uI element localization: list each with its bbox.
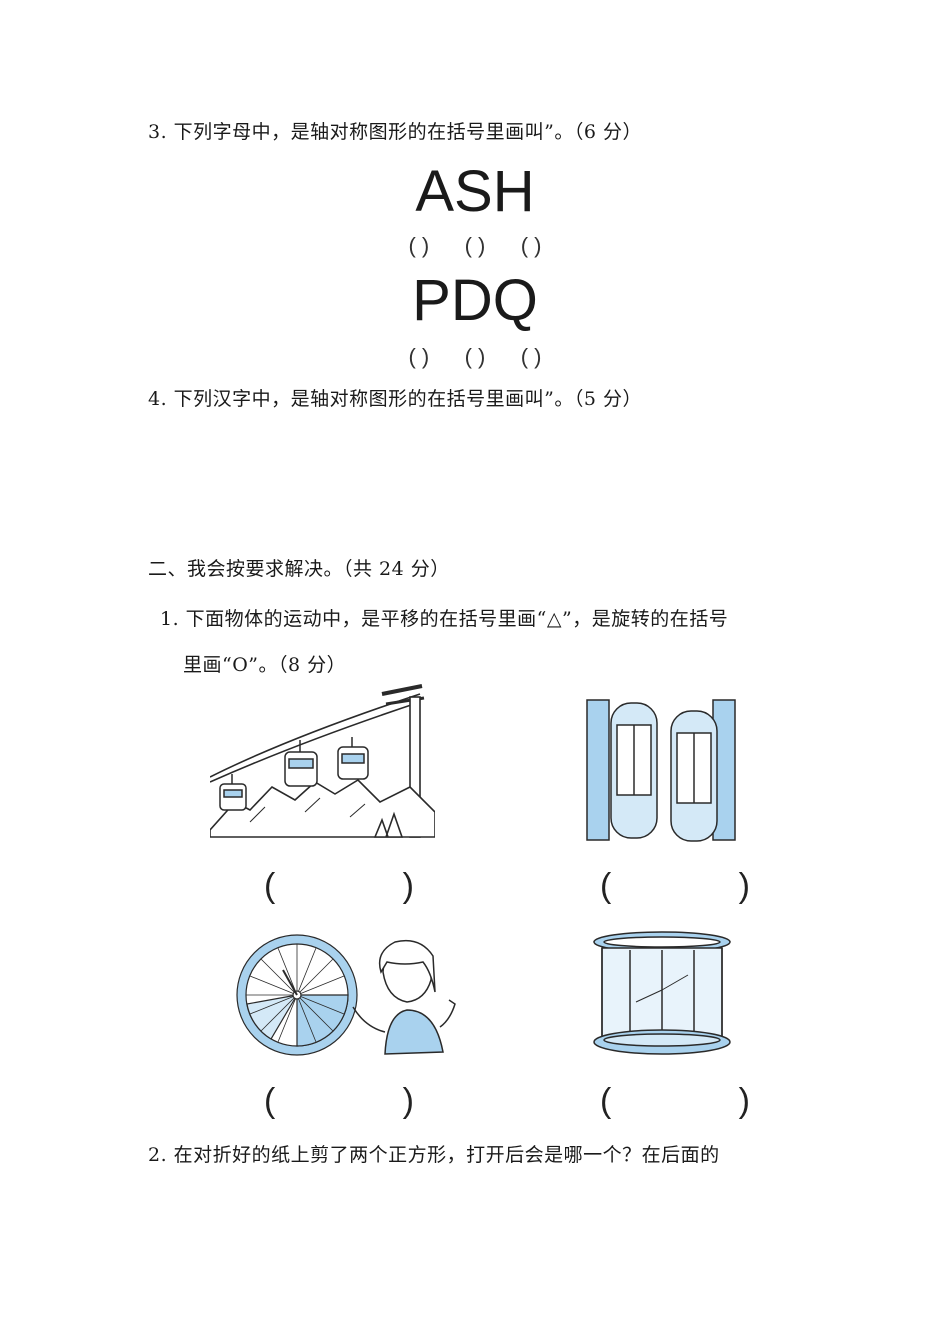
section-2-heading: 二、我会按要求解决。（共 24 分） <box>148 558 450 580</box>
section-2-q2-prompt: 2. 在对折好的纸上剪了两个正方形，打开后会是哪一个？在后面的 <box>148 1144 720 1166</box>
answer-paren[interactable]: ( ) <box>464 233 486 258</box>
paren-open: ( <box>600 867 612 905</box>
paren-close: ) <box>738 867 750 905</box>
q4-prompt: 4. 下列汉字中，是轴对称图形的在括号里画叫”。（5 分） <box>148 388 643 410</box>
paren-close: ) <box>738 1082 750 1120</box>
answer-paren[interactable]: ( ) <box>408 344 430 369</box>
q3-answer-row-2: ( ) ( ) ( ) <box>0 344 950 370</box>
elevator-picture <box>586 699 736 842</box>
spinning-wheel-answer[interactable]: ( ) <box>264 1082 414 1121</box>
paren-open: ( <box>600 1082 612 1120</box>
revolving-door-answer[interactable]: ( ) <box>600 1082 750 1121</box>
paren-close: ) <box>402 1082 414 1120</box>
answer-paren[interactable]: ( ) <box>408 233 430 258</box>
cable-car-answer[interactable]: ( ) <box>264 867 414 906</box>
paren-close: ) <box>402 867 414 905</box>
section-2-q1-line-2: 里画“O”。（8 分） <box>183 654 347 676</box>
answer-paren[interactable]: ( ) <box>520 233 542 258</box>
paren-open: ( <box>264 1082 276 1120</box>
paren-open: ( <box>264 867 276 905</box>
letters-row-1: ASH <box>415 159 535 224</box>
q3-prompt: 3. 下列字母中，是轴对称图形的在括号里画叫”。（6 分） <box>148 121 643 143</box>
q3-answer-row-1: ( ) ( ) ( ) <box>0 233 950 259</box>
answer-paren[interactable]: ( ) <box>464 344 486 369</box>
letters-row-2: PDQ <box>412 268 538 333</box>
revolving-door-picture <box>593 931 731 1055</box>
elevator-answer[interactable]: ( ) <box>600 867 750 906</box>
section-2-q1-line-1: 1. 下面物体的运动中，是平移的在括号里画“△”，是旋转的在括号 <box>160 608 729 630</box>
answer-paren[interactable]: ( ) <box>520 344 542 369</box>
cable-car-picture <box>210 684 435 838</box>
spinning-wheel-picture <box>236 934 456 1056</box>
